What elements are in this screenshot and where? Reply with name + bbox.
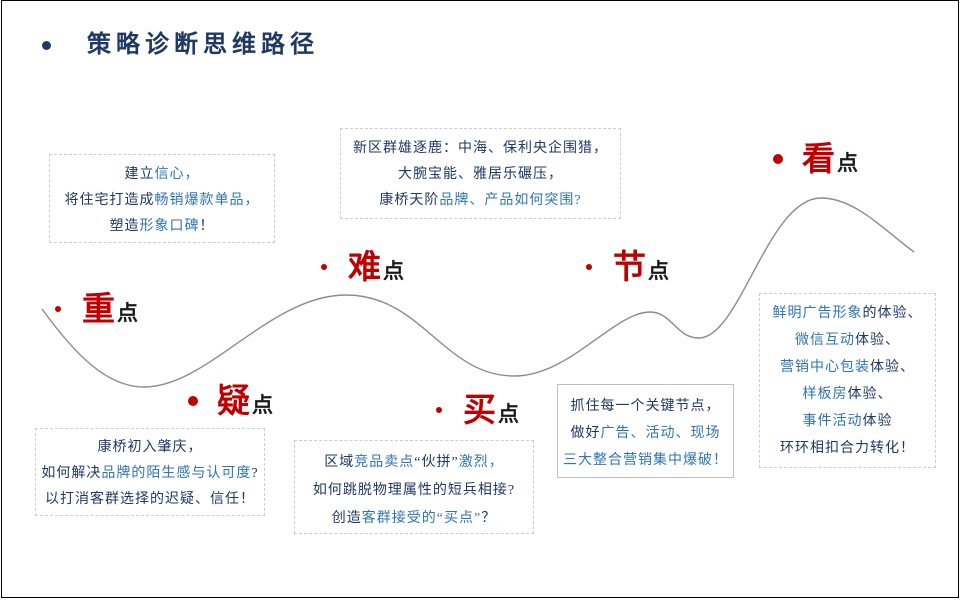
point-label-yi: 疑 点	[188, 384, 273, 417]
textbox-line: 塑造形象口碑！	[109, 219, 215, 234]
textbox-line: 鲜明广告形象的体验、	[772, 306, 923, 321]
textbox-line: 区域竞品卖点“伙拼”激烈，	[324, 455, 504, 470]
journey-curve-path	[41, 197, 915, 388]
bullet-dot-icon	[55, 305, 61, 312]
textbox-line: 康桥天阶品牌、产品如何突围?	[379, 193, 582, 208]
bullet-dot-icon	[436, 406, 442, 413]
point-label-zhong: 重 点	[55, 292, 138, 325]
point-big-char: 疑	[217, 381, 250, 420]
textbox-line: 样板房体验、	[802, 387, 893, 402]
textbox-line: 如何跳脱物理属性的短兵相接?	[312, 483, 516, 498]
point-big-char: 难	[348, 247, 381, 286]
point-big-char: 节	[613, 247, 646, 286]
textbox-line: 建立信心，	[124, 167, 200, 182]
point-suffix-char: 点	[648, 259, 669, 283]
textbox-line: 新区群雄逐鹿：中海、保利央企围猎，	[353, 141, 608, 156]
textbox-line: 将住宅打造成畅销爆款单品，	[64, 193, 260, 208]
bullet-dot-icon	[586, 263, 592, 270]
textbox-line: 抓住每一个关键节点，	[570, 399, 721, 414]
point-label-kan: 看 点	[773, 142, 858, 175]
textbox-experience: 鲜明广告形象的体验、 微信互动体验、 营销中心包装体验、 样板房体验、 事件活动…	[759, 293, 936, 468]
textbox-line: 大腕宝能、雅居乐碾压，	[398, 167, 563, 182]
point-big-char: 买	[463, 390, 496, 429]
point-label-jie: 节 点	[586, 250, 669, 283]
bullet-dot-icon	[321, 263, 327, 270]
bullet-dot-icon	[773, 153, 783, 164]
bullet-dot-icon	[188, 395, 198, 406]
textbox-line: 如何解决品牌的陌生感与认可度?	[41, 466, 259, 481]
textbox-line: 三大整合营销集中爆破！	[563, 453, 728, 468]
textbox-line: 事件活动体验	[802, 414, 893, 429]
textbox-line: 营销中心包装体验、	[780, 360, 915, 375]
point-suffix-char: 点	[383, 259, 404, 283]
textbox-line: 微信互动体验、	[795, 333, 900, 348]
point-suffix-char: 点	[498, 402, 519, 426]
textbox-competition: 新区群雄逐鹿：中海、保利央企围猎， 大腕宝能、雅居乐碾压， 康桥天阶品牌、产品如…	[340, 128, 621, 219]
point-suffix-char: 点	[117, 301, 138, 325]
textbox-line: 做好广告、活动、现场	[570, 426, 721, 441]
point-label-nan: 难 点	[321, 250, 404, 283]
textbox-node: 抓住每一个关键节点， 做好广告、活动、现场 三大整合营销集中爆破！	[557, 384, 734, 478]
title-bullet-icon	[42, 40, 51, 50]
textbox-buy: 区域竞品卖点“伙拼”激烈， 如何跳脱物理属性的短兵相接? 创造客群接受的“买点”…	[294, 440, 534, 534]
page-title: 策略诊断思维路径	[87, 32, 319, 58]
textbox-line: 创造客群接受的“买点”？	[331, 511, 497, 526]
textbox-line: 环环相扣合力转化！	[780, 441, 915, 456]
textbox-doubt: 康桥初入肇庆， 如何解决品牌的陌生感与认可度? 以打消客群选择的迟疑、信任！	[35, 428, 265, 516]
point-suffix-char: 点	[252, 393, 273, 417]
slide-title-row: 策略诊断思维路径	[42, 31, 319, 60]
point-big-char: 看	[802, 139, 835, 178]
point-suffix-char: 点	[837, 151, 858, 175]
point-big-char: 重	[82, 289, 115, 328]
textbox-line: 以打消客群选择的迟疑、信任！	[45, 492, 255, 507]
textbox-line: 康桥初入肇庆，	[97, 440, 203, 455]
point-label-mai: 买 点	[436, 393, 519, 426]
textbox-confidence: 建立信心， 将住宅打造成畅销爆款单品， 塑造形象口碑！	[49, 154, 275, 243]
